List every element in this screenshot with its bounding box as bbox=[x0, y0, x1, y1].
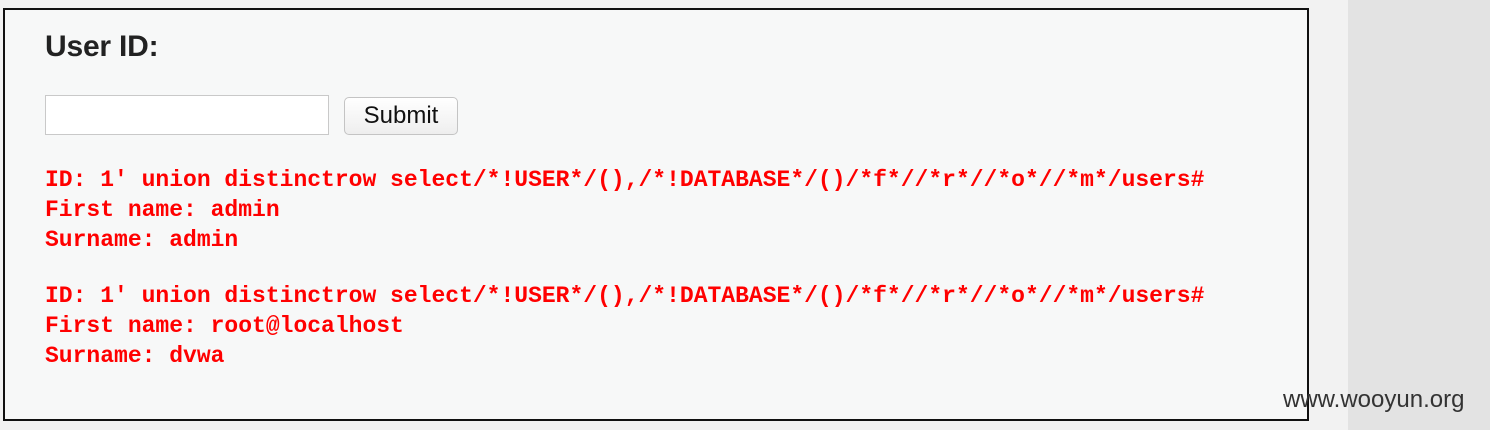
watermark-text: www.wooyun.org bbox=[1283, 386, 1465, 413]
result-id-line: ID: 1' union distinctrow select/*!USER*/… bbox=[45, 167, 1205, 193]
right-background-strip bbox=[1348, 0, 1490, 430]
user-id-heading: User ID: bbox=[45, 30, 159, 63]
submit-button[interactable]: Submit bbox=[344, 97, 458, 135]
result-first-name-line: First name: root@localhost bbox=[45, 313, 404, 339]
result-block-2: ID: 1' union distinctrow select/*!USER*/… bbox=[45, 281, 1365, 371]
query-results: ID: 1' union distinctrow select/*!USER*/… bbox=[45, 165, 1365, 397]
result-surname-line: Surname: admin bbox=[45, 227, 239, 253]
result-id-line: ID: 1' union distinctrow select/*!USER*/… bbox=[45, 283, 1205, 309]
result-first-name-line: First name: admin bbox=[45, 197, 280, 223]
user-id-input[interactable] bbox=[45, 95, 329, 135]
sqli-form-panel: User ID: Submit ID: 1' union distinctrow… bbox=[3, 8, 1309, 421]
result-block-1: ID: 1' union distinctrow select/*!USER*/… bbox=[45, 165, 1365, 255]
result-surname-line: Surname: dvwa bbox=[45, 343, 225, 369]
